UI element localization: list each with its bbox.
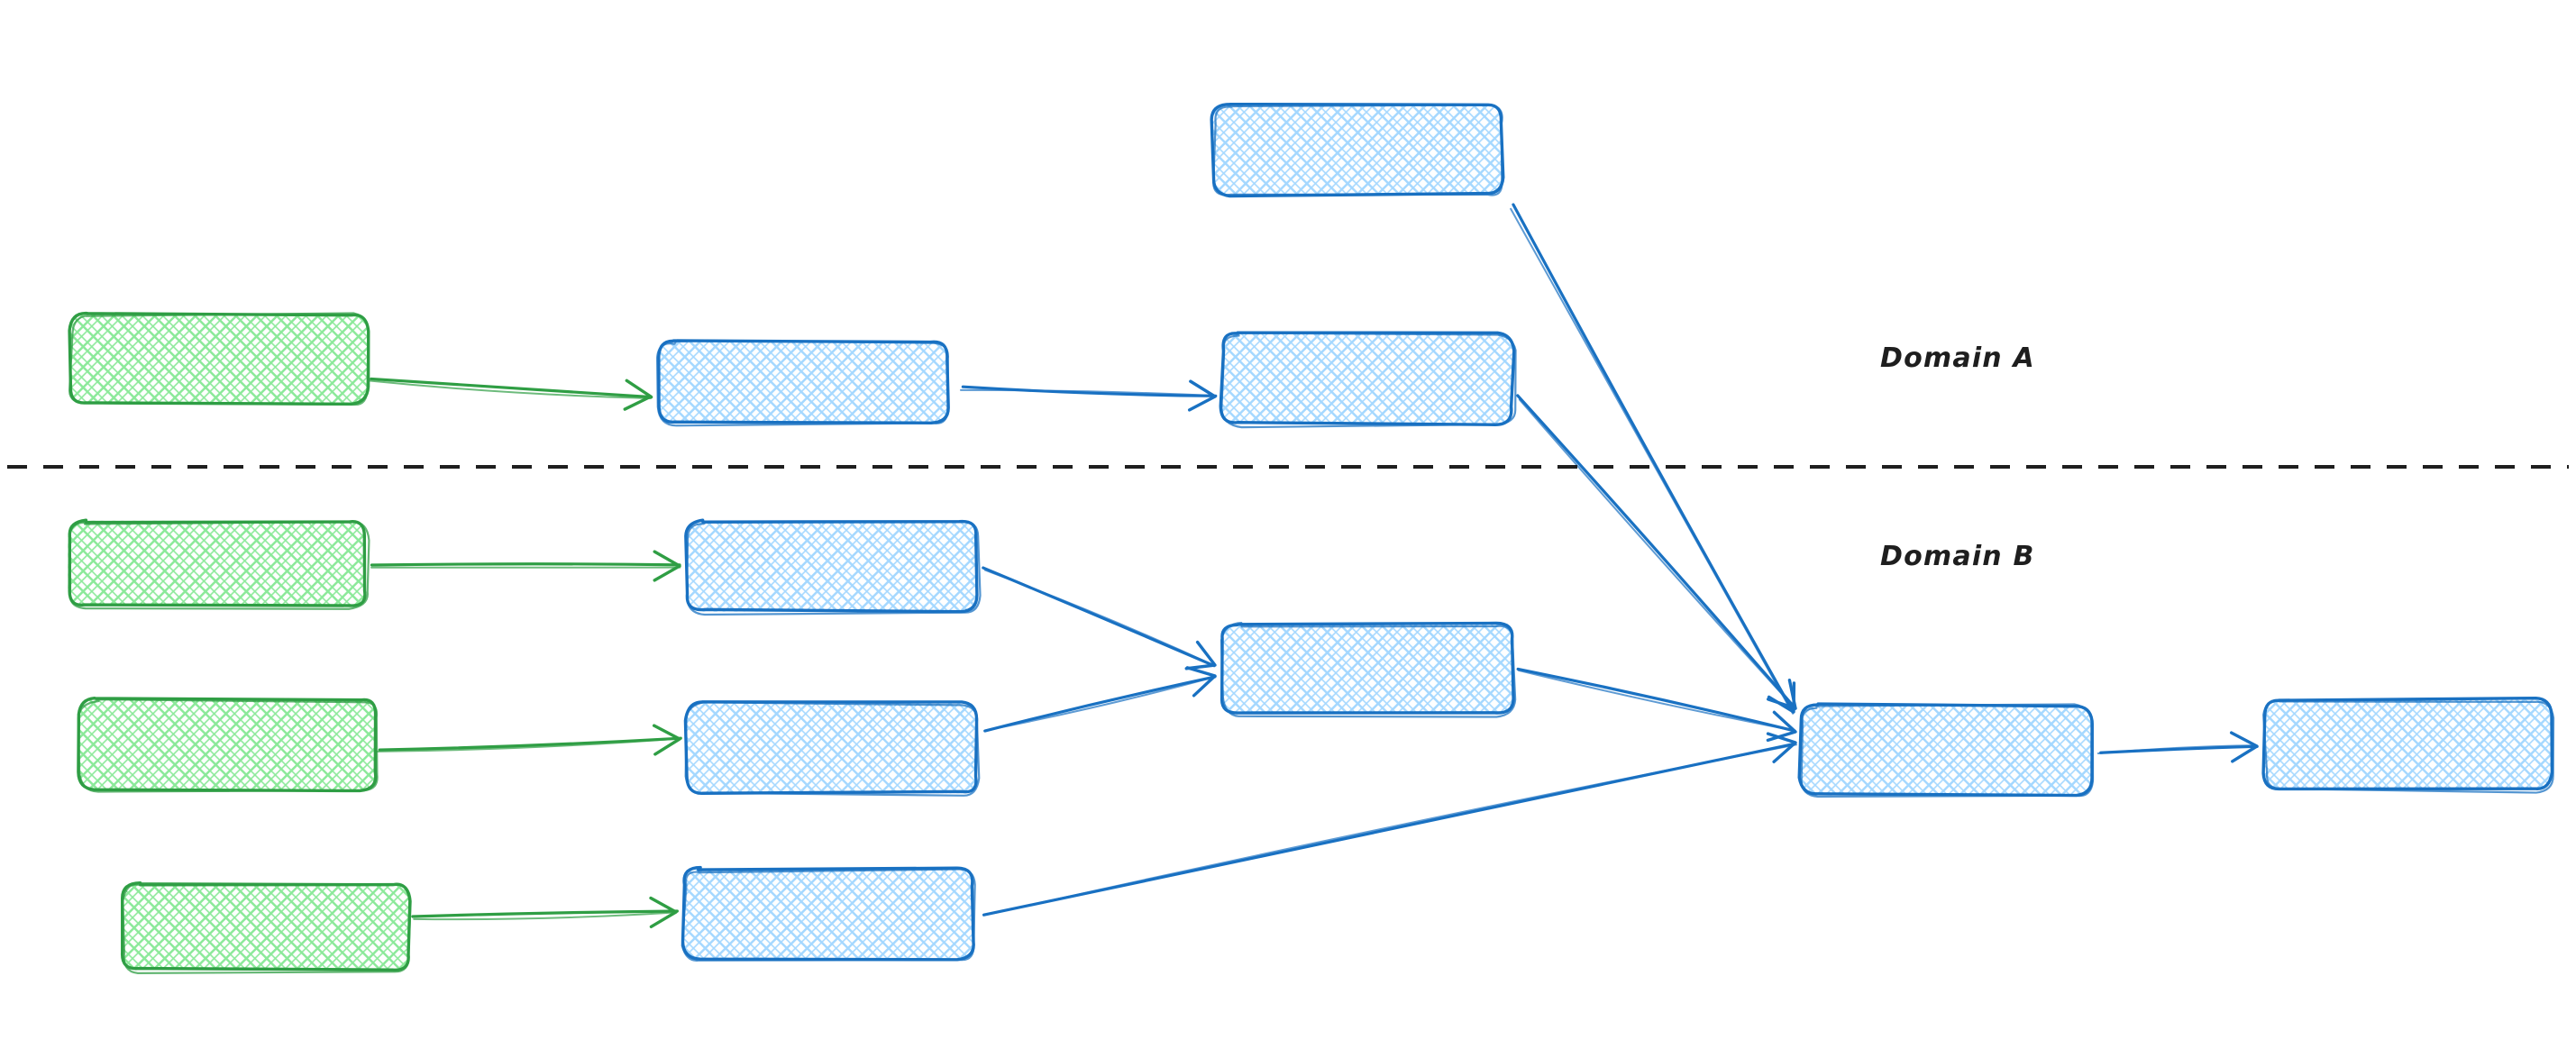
edge-g3-b4	[376, 724, 682, 756]
edges-layer	[369, 203, 2259, 928]
blue-node-4[interactable]	[683, 700, 981, 797]
blue-node-top[interactable]	[1210, 102, 1505, 198]
blue-node-6[interactable]	[681, 865, 976, 962]
edge-b4-b5	[983, 666, 1217, 733]
green-node-2[interactable]	[68, 518, 370, 610]
blue-node-3[interactable]	[684, 518, 982, 616]
blue-node-out[interactable]	[2261, 696, 2555, 794]
green-node-4[interactable]	[121, 881, 412, 974]
edge-g2-b3	[370, 550, 681, 582]
edge-g4-b6	[411, 896, 679, 928]
blue-node-5[interactable]	[1219, 621, 1517, 718]
edge-b2-b7	[1516, 394, 1797, 710]
edge-b3-b5	[982, 566, 1217, 670]
nodes-layer	[68, 102, 2555, 974]
green-node-1[interactable]	[68, 311, 370, 406]
domain-a-label: Domain A	[1880, 342, 2035, 374]
domain-b-label: Domain B	[1880, 541, 2035, 572]
edge-b0-b7	[1510, 203, 1796, 715]
blue-node-1[interactable]	[655, 339, 950, 427]
green-node-3[interactable]	[77, 696, 379, 793]
blue-node-2[interactable]	[1219, 331, 1517, 429]
edge-b6-b7	[982, 732, 1797, 917]
edge-b1-b2	[959, 379, 1218, 412]
edge-b5-b7	[1516, 667, 1797, 743]
edge-b7-b8	[2096, 731, 2259, 763]
edge-g1-b1	[369, 377, 653, 411]
blue-node-hub[interactable]	[1797, 702, 2095, 798]
